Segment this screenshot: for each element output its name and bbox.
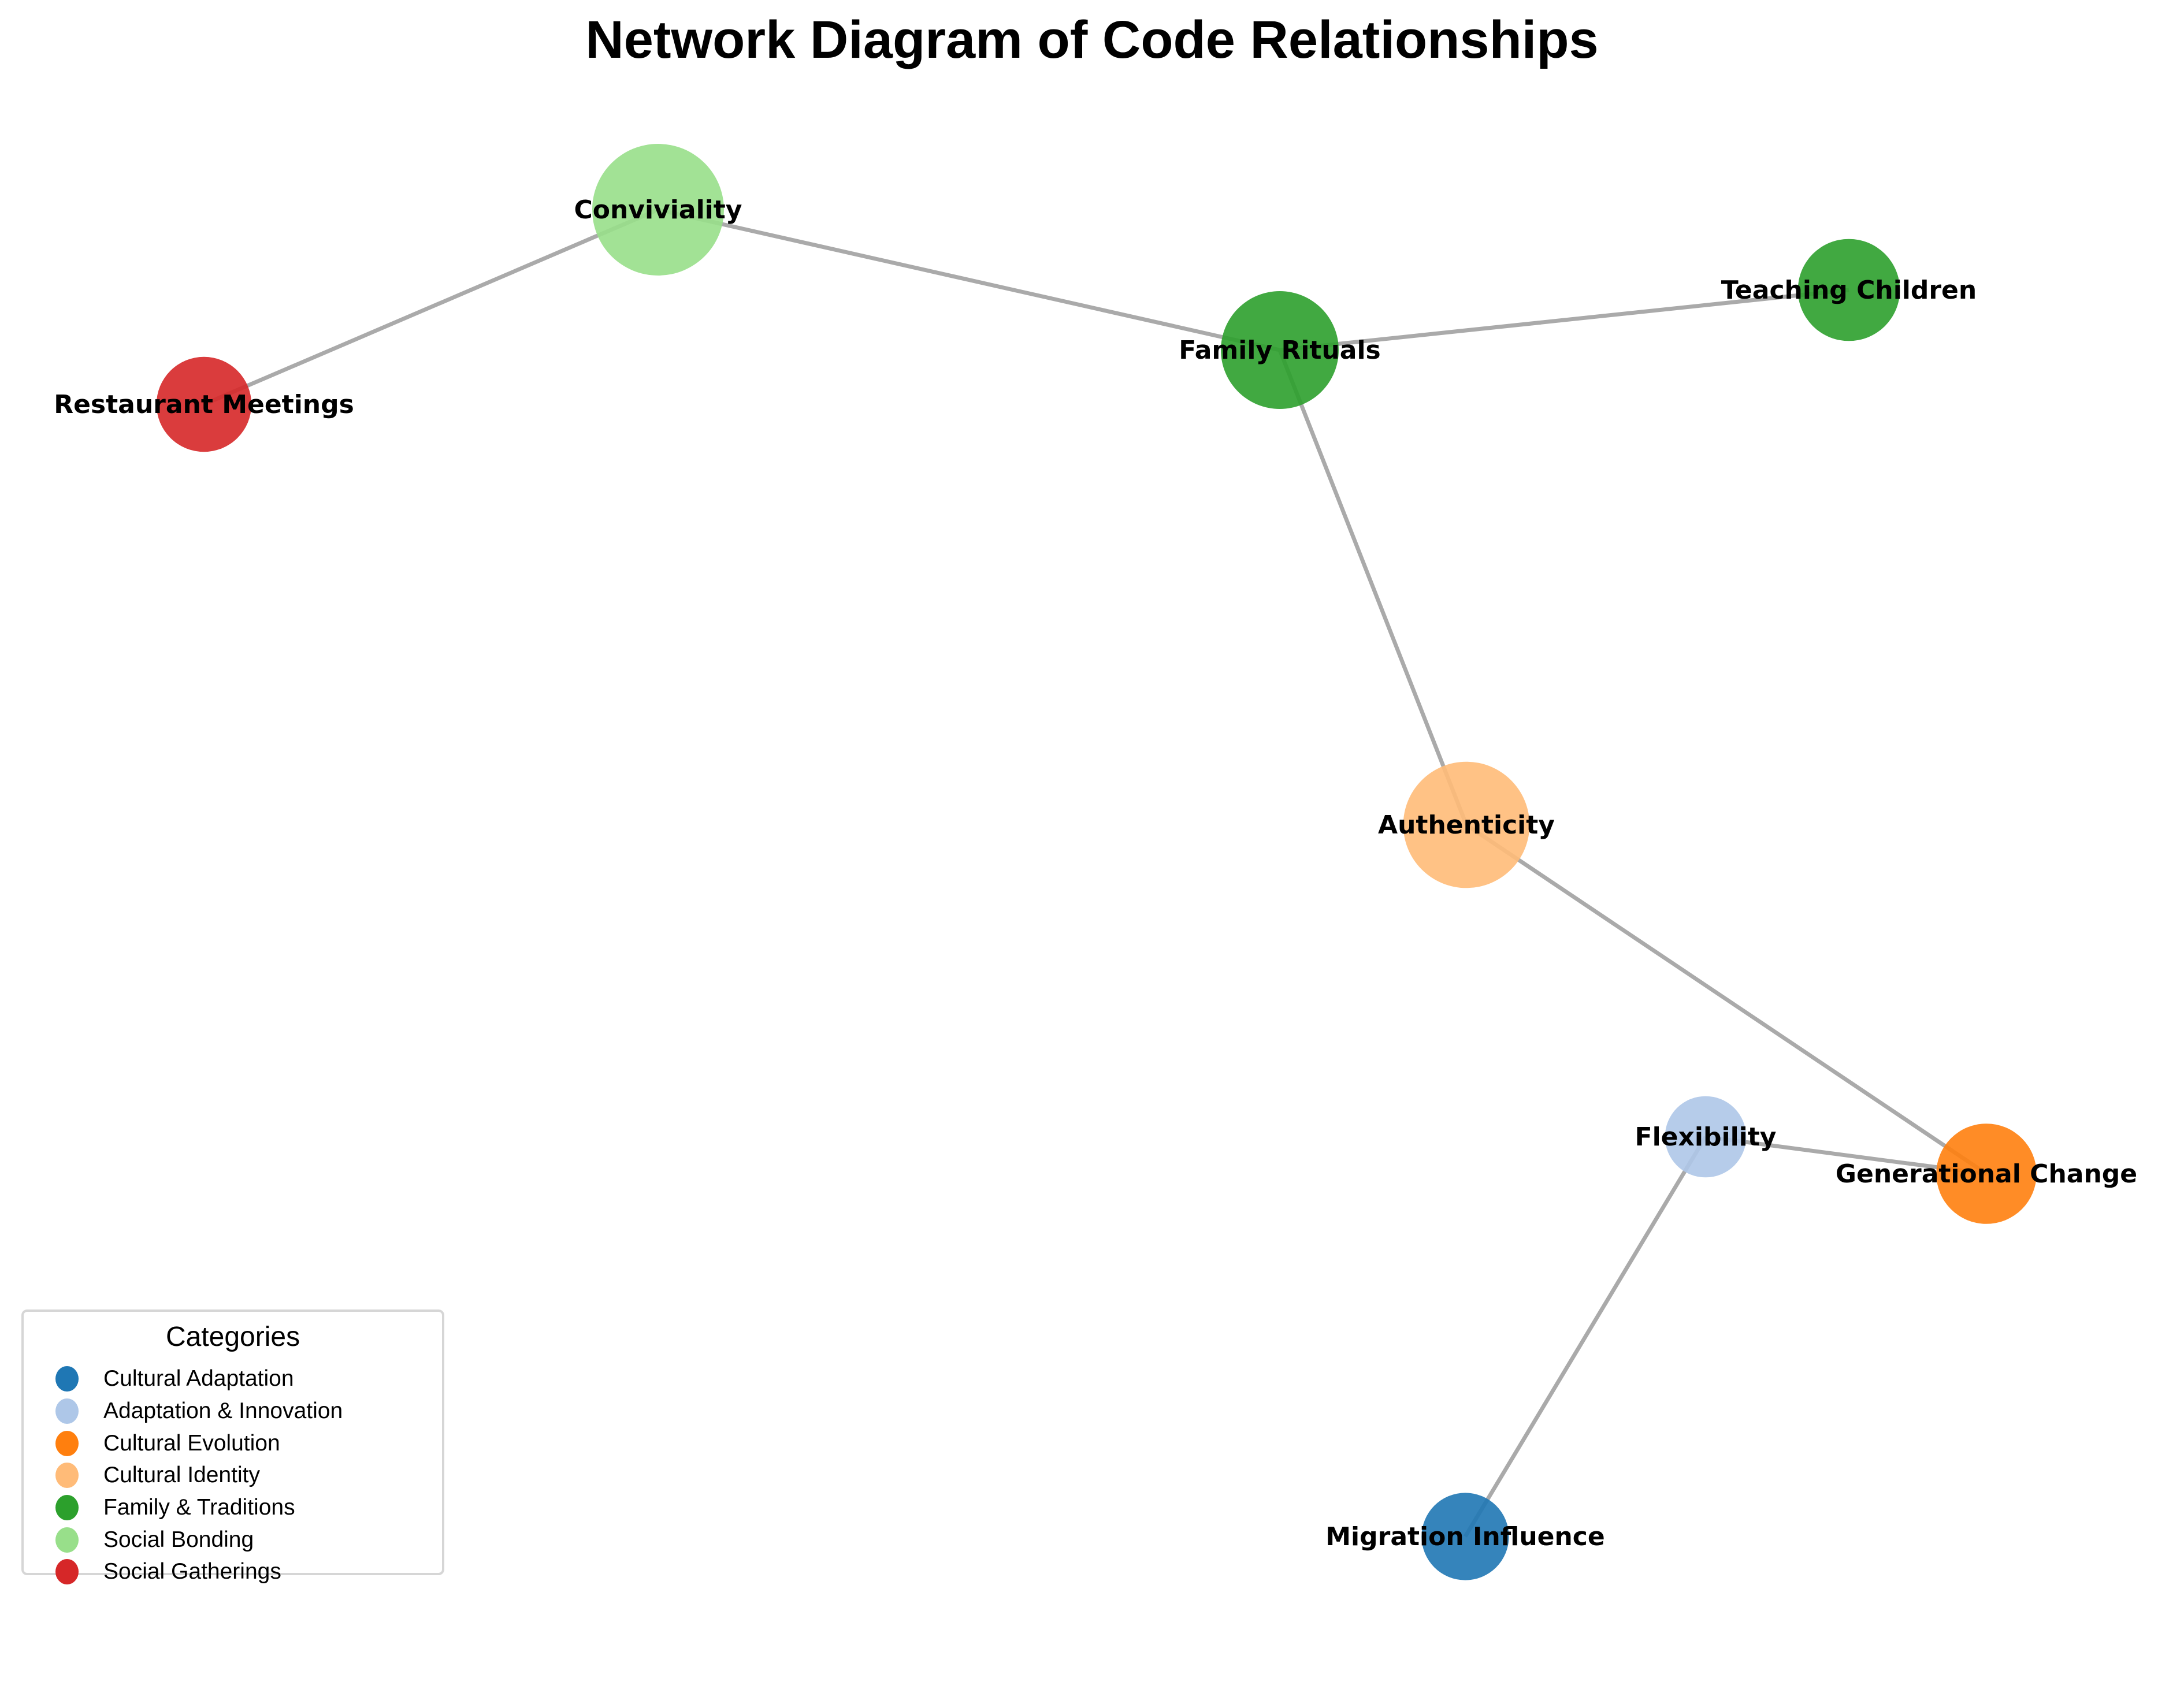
node-migration-influence[interactable] <box>1421 1493 1509 1580</box>
legend-item-cultural-evolution: Cultural Evolution <box>24 1427 442 1460</box>
node-family-rituals[interactable] <box>1221 291 1339 409</box>
legend-item-cultural-identity: Cultural Identity <box>24 1459 442 1491</box>
node-restaurant-meetings[interactable] <box>156 356 252 452</box>
legend-item-social-bonding: Social Bonding <box>24 1524 442 1556</box>
legend-item-adaptation-innovation: Adaptation & Innovation <box>24 1395 442 1427</box>
legend-item-cultural-adaptation: Cultural Adaptation <box>24 1363 442 1395</box>
legend-swatch <box>55 1559 79 1584</box>
legend-label: Adaptation & Innovation <box>103 1398 343 1423</box>
legend-label: Cultural Adaptation <box>103 1366 294 1391</box>
legend-swatch <box>55 1495 79 1520</box>
node-label-restaurant-meetings: Restaurant Meetings <box>54 390 354 419</box>
legend-label: Social Gatherings <box>103 1559 281 1584</box>
legend-item-family-traditions: Family & Traditions <box>24 1491 442 1524</box>
node-generational-change[interactable] <box>1936 1123 2037 1224</box>
node-label-migration-influence: Migration Influence <box>1325 1522 1604 1552</box>
legend-label: Social Bonding <box>103 1527 254 1552</box>
legend-swatch <box>55 1398 79 1424</box>
node-label-authenticity: Authenticity <box>1378 810 1555 840</box>
edge-restaurant-meetings-conviviality <box>203 207 659 407</box>
node-label-family-rituals: Family Rituals <box>1179 336 1380 365</box>
nodes-layer <box>156 144 2037 1580</box>
edge-family-rituals-authenticity <box>1277 349 1469 826</box>
edge-authenticity-generational-change <box>1465 823 1988 1175</box>
node-label-flexibility: Flexibility <box>1635 1122 1777 1152</box>
edge-family-rituals-teaching-children <box>1279 288 1849 352</box>
legend-swatch <box>55 1463 79 1488</box>
legend: Categories Cultural Adaptation Adaptatio… <box>21 1309 444 1584</box>
legend-swatch <box>55 1366 79 1392</box>
chart-title: Network Diagram of Code Relationships <box>585 10 1599 69</box>
legend-label: Cultural Evolution <box>103 1431 280 1456</box>
legend-title: Categories <box>165 1322 300 1352</box>
edge-flexibility-migration-influence <box>1464 1136 1707 1538</box>
legend-item-social-gatherings: Social Gatherings <box>24 1556 442 1588</box>
legend-label: Family & Traditions <box>103 1495 295 1520</box>
legend-label: Cultural Identity <box>103 1463 260 1487</box>
node-teaching-children[interactable] <box>1797 239 1900 341</box>
node-label-teaching-children: Teaching Children <box>1721 276 1977 305</box>
legend-swatch <box>55 1431 79 1456</box>
edge-conviviality-family-rituals <box>658 207 1280 352</box>
node-label-generational-change: Generational Change <box>1836 1159 2137 1189</box>
node-authenticity[interactable] <box>1403 761 1530 888</box>
edges-layer <box>203 207 1988 1538</box>
legend-swatch <box>55 1527 79 1553</box>
node-label-conviviality: Conviviality <box>574 195 742 225</box>
node-conviviality[interactable] <box>592 144 724 276</box>
node-flexibility[interactable] <box>1665 1096 1747 1178</box>
